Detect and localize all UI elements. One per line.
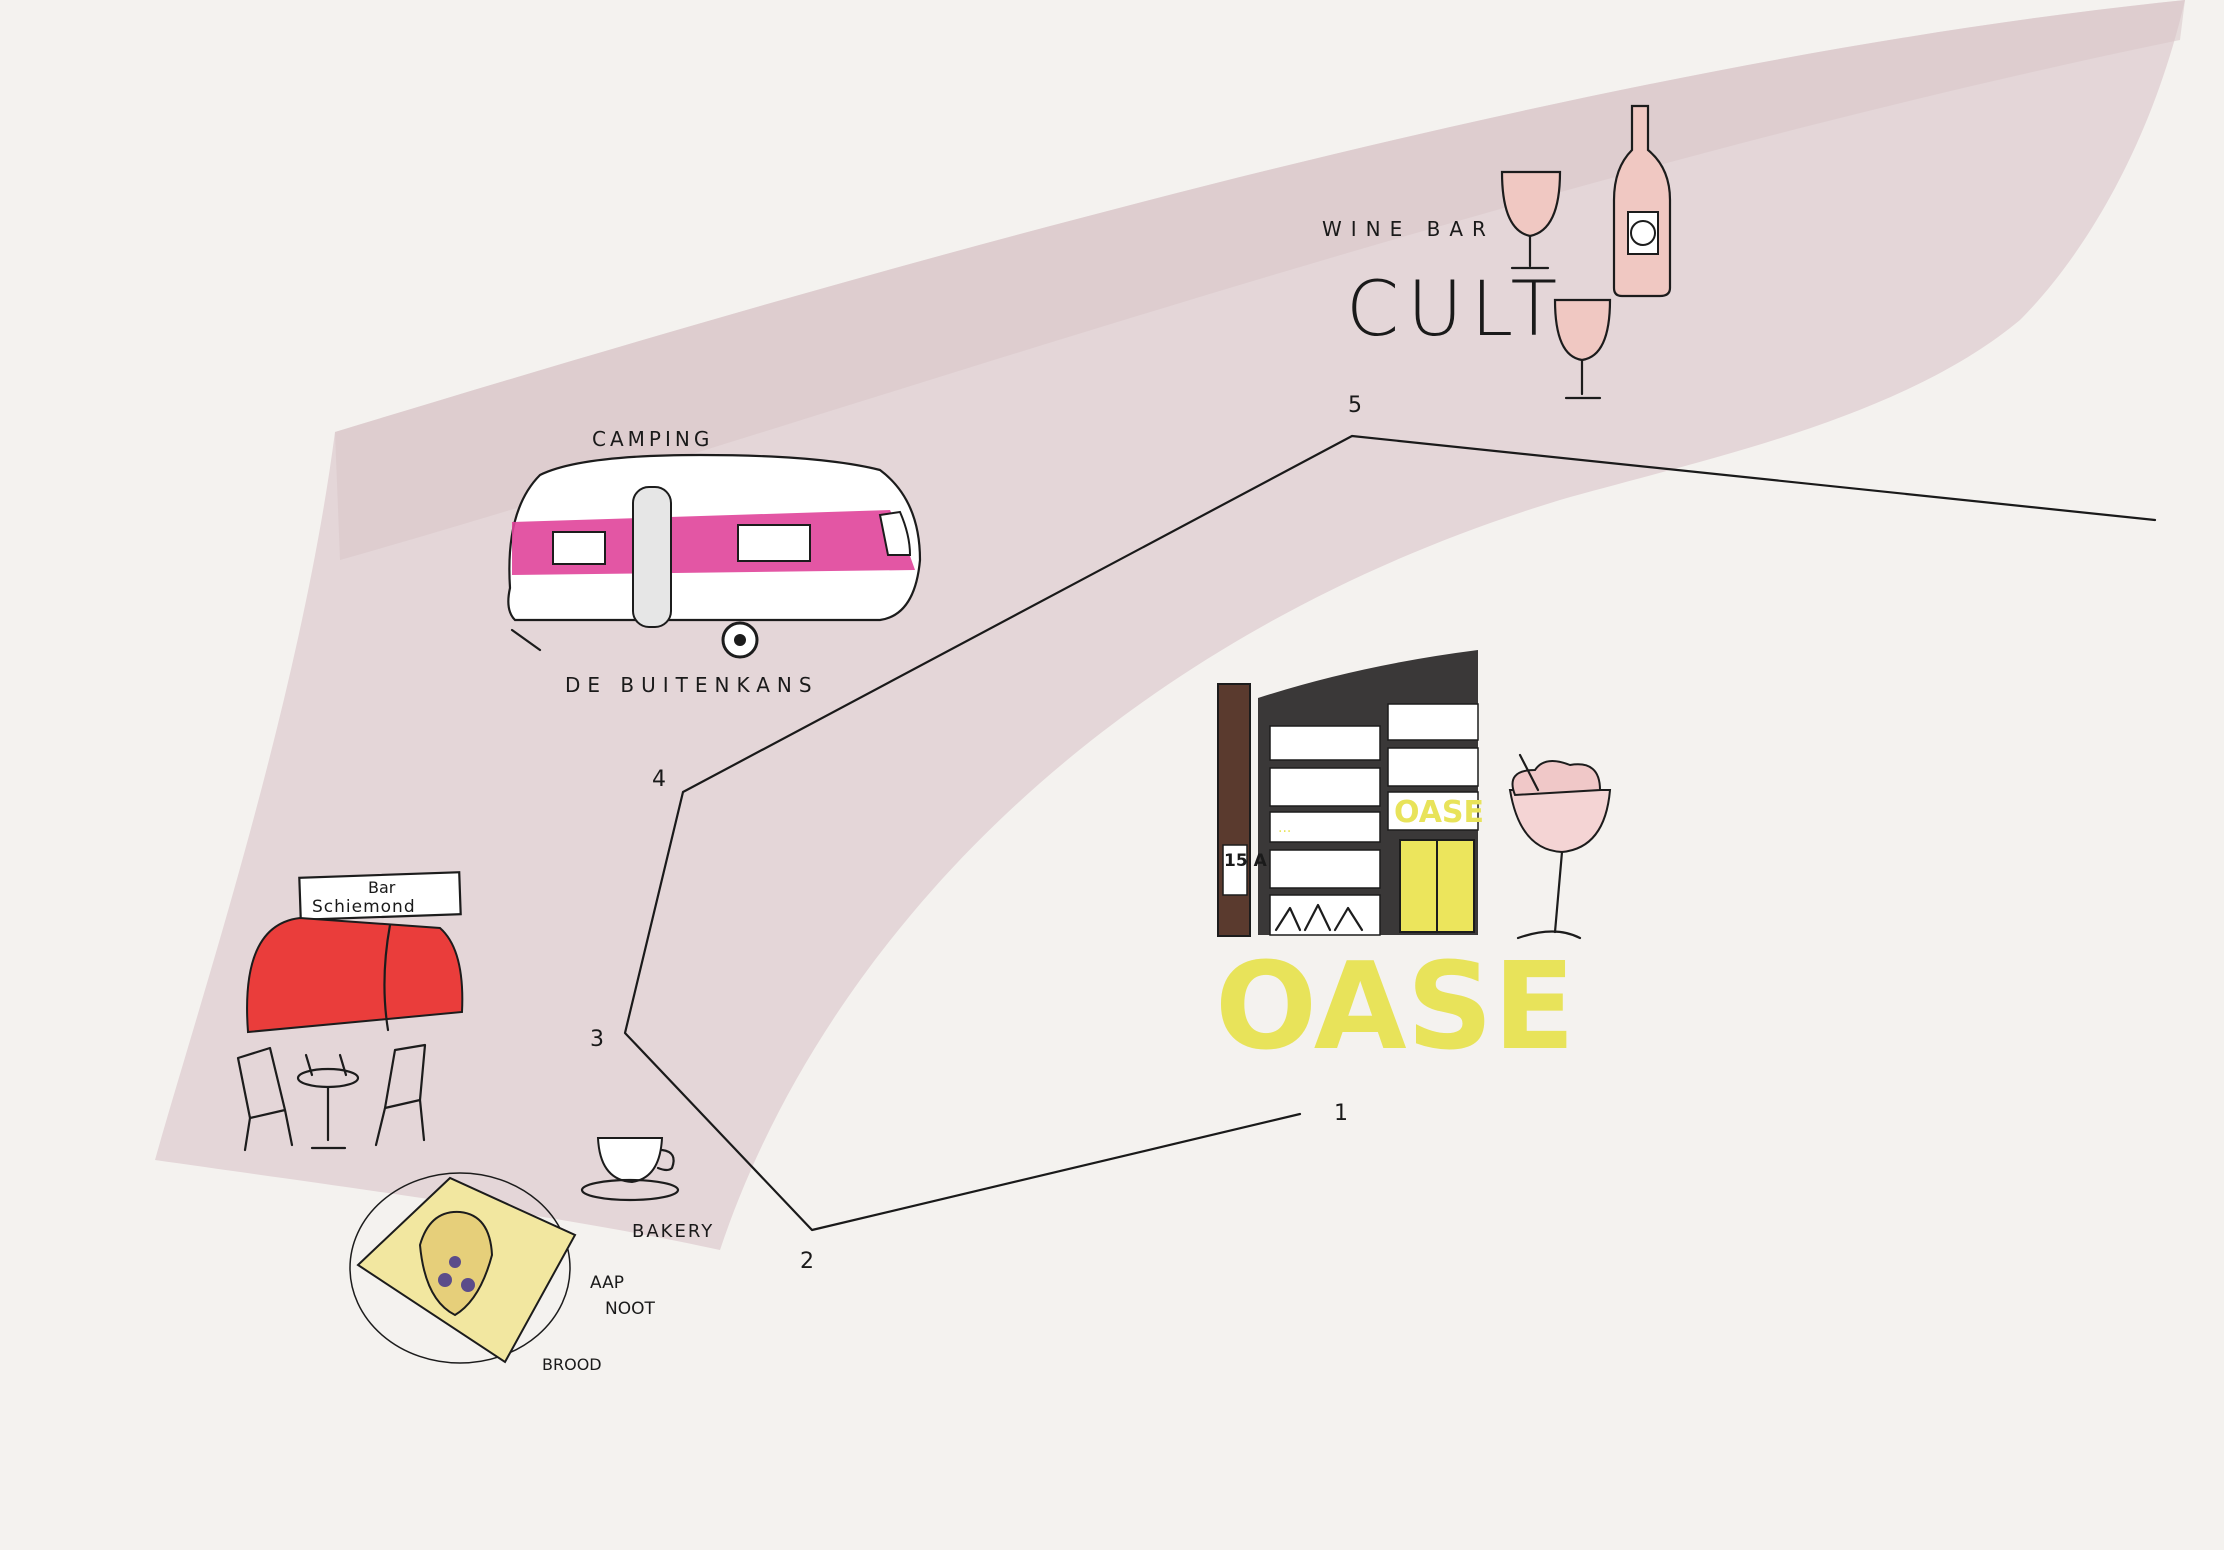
bakery-name-brood: BROOD	[542, 1355, 602, 1374]
place-bakery[interactable]: BAKERY AAP NOOT BROOD	[349, 1137, 714, 1374]
place-camping[interactable]: CAMPING DE BUITENKANS	[507, 427, 922, 697]
oase-name: OASE	[1215, 938, 1575, 1077]
oase-shop-sign: OASE	[1394, 795, 1484, 830]
bakery-name-aap: AAP	[590, 1273, 624, 1293]
place-oase[interactable]: 15 A ... OASE OASE	[1215, 650, 1612, 1077]
croissant-plate-icon	[349, 1172, 577, 1364]
map-zone	[155, 0, 2185, 1250]
place-bar-schiemond[interactable]: Bar Schiemond	[236, 871, 464, 1152]
svg-text:Schiemond: Schiemond	[312, 897, 416, 917]
coffee-cup-icon	[580, 1137, 680, 1202]
camping-name: DE BUITENKANS	[565, 673, 819, 697]
awning-icon	[246, 916, 464, 1034]
oase-window-text: ...	[1278, 820, 1291, 836]
camping-label: CAMPING	[592, 427, 713, 451]
route-line	[623, 434, 2157, 1232]
oase-house-number: 15 A	[1224, 851, 1268, 871]
bakery-name-noot: NOOT	[605, 1299, 655, 1319]
map-zone-band	[335, 0, 2185, 560]
caravan-icon	[507, 453, 922, 659]
route-stop-3: 3	[590, 1027, 604, 1052]
wine-bottle-icon	[1612, 104, 1672, 298]
cocktail-glass-icon	[1508, 753, 1612, 940]
wine-glass-icon	[1500, 170, 1612, 400]
place-cult[interactable]: WINE BAR CULT	[1322, 104, 1672, 400]
cult-label: WINE BAR	[1322, 217, 1495, 241]
bar-sign: Bar Schiemond	[298, 871, 462, 921]
svg-text:Bar: Bar	[368, 878, 396, 897]
route-stop-2: 2	[800, 1249, 814, 1274]
building-icon: 15 A ... OASE	[1217, 650, 1484, 937]
bakery-label: BAKERY	[632, 1221, 714, 1242]
cult-name: CULT	[1346, 264, 1565, 353]
route-stop-5: 5	[1348, 393, 1362, 418]
terrace-chairs-icon	[236, 1043, 427, 1152]
route-stop-1: 1	[1334, 1101, 1348, 1126]
route-stop-4: 4	[652, 767, 666, 792]
